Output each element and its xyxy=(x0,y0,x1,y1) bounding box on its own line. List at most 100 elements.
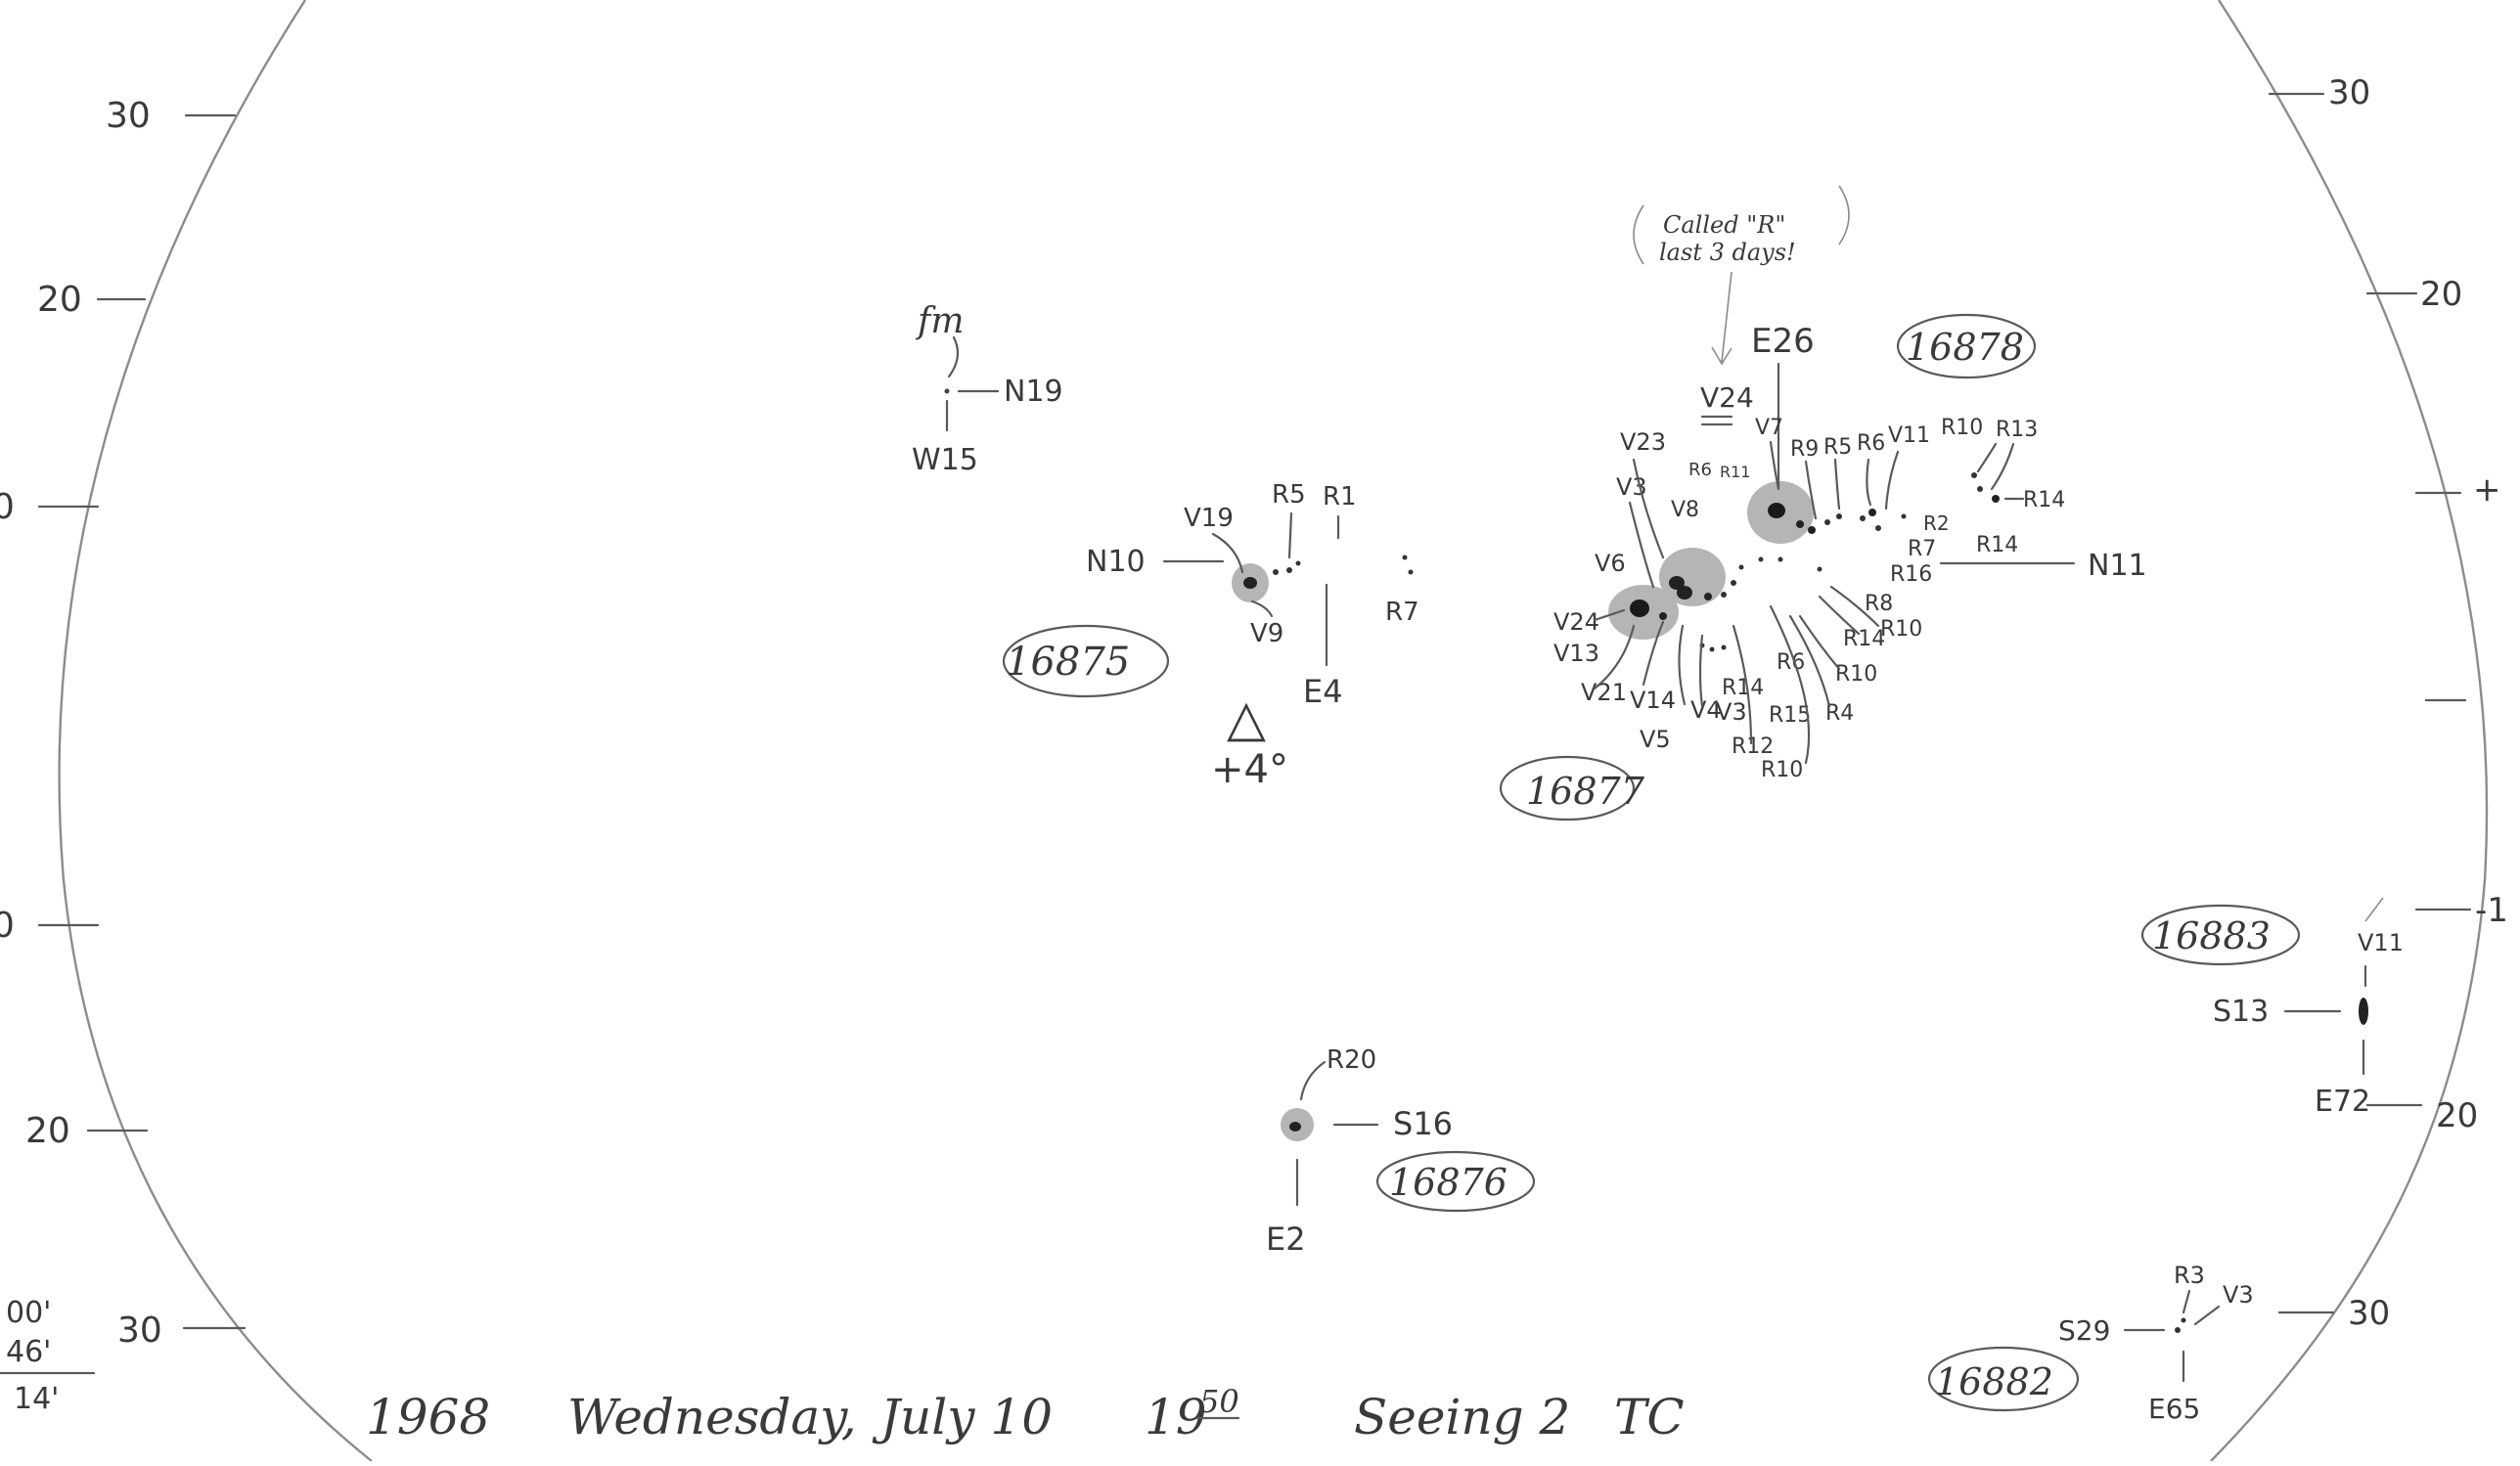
region-label: R6 xyxy=(1688,460,1712,480)
scale-left-label: 0 xyxy=(0,906,15,946)
region-id-oval xyxy=(1896,313,2037,379)
marker-n19: fm N19 W15 xyxy=(912,301,1063,477)
solar-limb-left xyxy=(58,0,373,1462)
region-label: R5 xyxy=(1823,435,1852,460)
footer-year: 1968 xyxy=(366,1389,490,1445)
edge-left-text: 14' xyxy=(14,1382,59,1416)
region-id-oval xyxy=(1002,624,1170,698)
region-label: E2 xyxy=(1266,1221,1306,1258)
footer-day: Wednesday, xyxy=(567,1389,857,1445)
region-label: V7 xyxy=(1755,416,1783,440)
region-label: R10 xyxy=(1941,416,1983,440)
note-line: Called "R" xyxy=(1663,211,1785,239)
scale-left-label: 30 xyxy=(117,1311,162,1351)
region-label: R16 xyxy=(1890,562,1932,587)
scale-left-label: 20 xyxy=(25,1111,70,1151)
edge-left-fraction: 00' 46' 14' xyxy=(0,1296,96,1416)
region-label: S29 xyxy=(2058,1314,2110,1347)
region-label: R14 xyxy=(1976,533,2018,557)
scale-left-label: 0 xyxy=(0,487,15,527)
fm-label: fm xyxy=(915,301,964,341)
region-label: V5 xyxy=(1640,726,1671,753)
region-16876: R20 S16 E2 16876 xyxy=(1266,1045,1536,1258)
solar-limb-right xyxy=(2210,0,2489,1462)
region-label: R10 xyxy=(1880,617,1922,642)
region-label: R8 xyxy=(1865,592,1893,616)
note-line: last 3 days! xyxy=(1659,239,1796,266)
latitude-scale-left: 30 20 0 0 20 30 xyxy=(0,96,247,1351)
region-id: 16882 xyxy=(1935,1360,2053,1403)
region-label: V14 xyxy=(1630,687,1676,714)
region-label: V4 xyxy=(1690,696,1722,724)
region-label: R12 xyxy=(1732,734,1774,759)
region-label: V3 xyxy=(2223,1281,2254,1309)
scale-right-label: + xyxy=(2473,470,2501,510)
edge-left-text: 00' xyxy=(6,1296,51,1330)
region-id: 16877 xyxy=(1526,770,1645,813)
scale-right-label: 20 xyxy=(2420,275,2462,314)
delta-symbol: △ xyxy=(1227,689,1266,748)
region-label: R3 xyxy=(2174,1262,2205,1289)
region-label: R5 xyxy=(1272,480,1306,510)
region-label: V9 xyxy=(1250,619,1283,648)
scale-right-label: -1 xyxy=(2475,891,2508,930)
region-label: E26 xyxy=(1751,322,1815,361)
region-id: 16878 xyxy=(1906,326,2024,369)
delta-marker: △ +4° xyxy=(1211,689,1288,792)
region-label: V6 xyxy=(1595,550,1626,577)
region-label: R14 xyxy=(1843,627,1885,651)
n19-label: N19 xyxy=(1004,375,1063,409)
region-label: R2 xyxy=(1923,511,1950,535)
region-label: N11 xyxy=(2088,549,2147,583)
footer-time-hour: 19 xyxy=(1145,1389,1207,1445)
region-id-oval xyxy=(1927,1346,2080,1412)
edge-left-text: 46' xyxy=(6,1335,51,1369)
note-called-r: Called "R" last 3 days! xyxy=(1633,185,1850,366)
scale-left-label: 30 xyxy=(106,96,151,136)
region-label: R15 xyxy=(1769,703,1811,728)
footer-observer: TC xyxy=(1614,1389,1685,1445)
region-id-oval xyxy=(2140,904,2301,966)
region-label: V23 xyxy=(1620,428,1666,456)
region-label: E72 xyxy=(2315,1085,2370,1119)
region-id: 16883 xyxy=(2152,914,2271,957)
region-label: V3 xyxy=(1716,698,1747,726)
region-16878: E26 V24 V7 R9 R5 R6 V11 R10 R13 R14 R14 … xyxy=(1688,313,2147,583)
region-id: 16875 xyxy=(1006,640,1130,685)
region-label: V24 xyxy=(1553,608,1599,636)
region-label: R9 xyxy=(1790,437,1819,462)
region-label: S13 xyxy=(2213,995,2269,1029)
region-16875: N10 V19 R5 R1 R7 V9 E4 16875 xyxy=(1002,480,1419,710)
footer-seeing: Seeing 2 xyxy=(1354,1389,1570,1445)
region-id-oval xyxy=(1499,755,1636,822)
region-label: R20 xyxy=(1327,1045,1376,1075)
w15-label: W15 xyxy=(912,443,978,477)
region-16882: R3 V3 S29 E65 16882 xyxy=(1927,1262,2254,1425)
delta-value: +4° xyxy=(1211,747,1288,792)
region-label: V21 xyxy=(1581,679,1627,706)
region-label: N10 xyxy=(1086,545,1146,579)
scale-left-label: 20 xyxy=(37,280,82,320)
region-label: E65 xyxy=(2148,1393,2200,1425)
scale-right-label: 30 xyxy=(2328,73,2370,112)
region-id: 16876 xyxy=(1389,1161,1508,1204)
region-id-oval xyxy=(1375,1150,1536,1213)
region-label: R7 xyxy=(1385,598,1419,627)
region-16883: V11 S13 E72 16883 xyxy=(2140,897,2404,1119)
region-label: V24 xyxy=(1700,381,1754,414)
region-label: V11 xyxy=(1888,423,1930,448)
region-label: V13 xyxy=(1553,640,1599,667)
region-label: R10 xyxy=(1761,758,1803,782)
region-label: V11 xyxy=(2358,929,2404,956)
region-label: V19 xyxy=(1184,504,1234,533)
scale-right-label: 20 xyxy=(2436,1096,2478,1135)
region-label: R13 xyxy=(1996,418,2038,442)
region-label: E4 xyxy=(1303,673,1343,710)
region-label: R14 xyxy=(1722,676,1764,700)
region-label: R11 xyxy=(1720,463,1750,481)
region-label: V8 xyxy=(1671,498,1699,522)
region-label: R7 xyxy=(1908,537,1936,561)
region-label: R6 xyxy=(1857,431,1885,456)
